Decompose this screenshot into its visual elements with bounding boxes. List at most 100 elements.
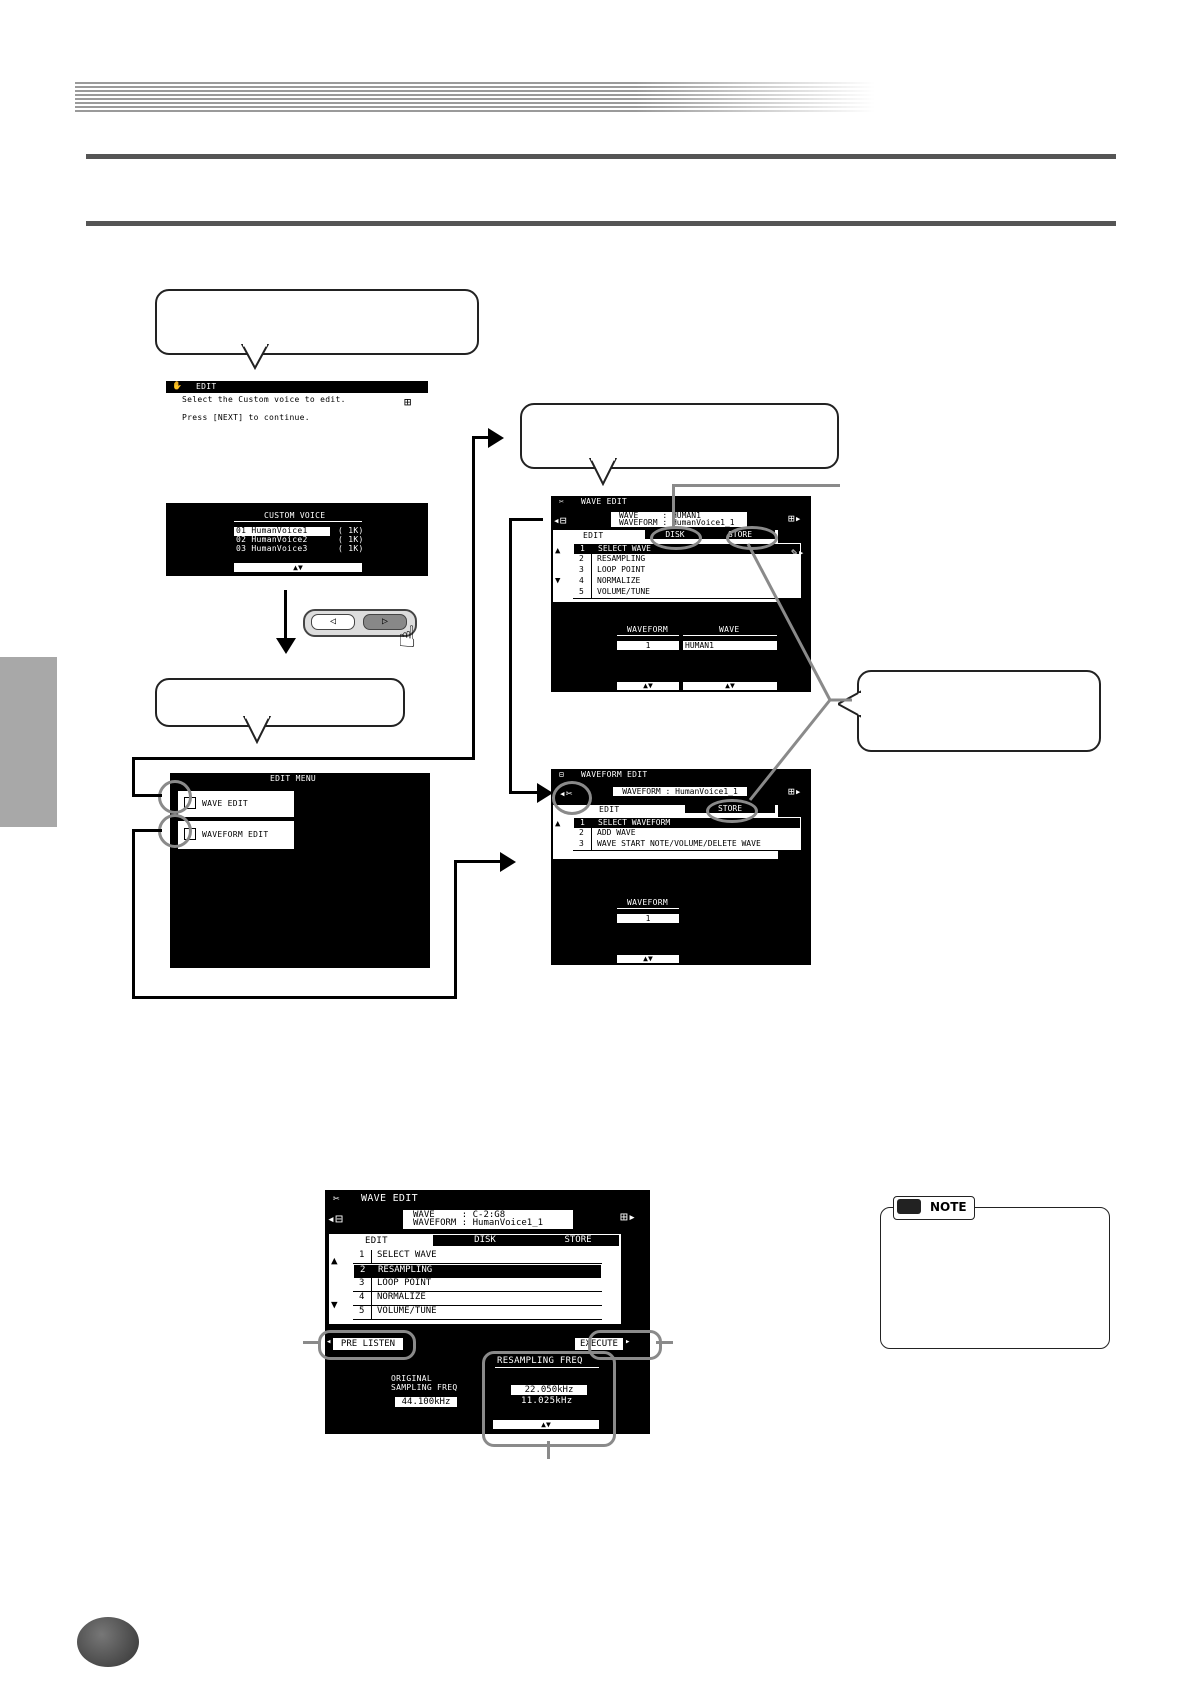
waveform-label: WAVEFORM — [627, 625, 668, 634]
voice-icon[interactable]: ⊞▸ — [788, 512, 802, 525]
header-stripes — [75, 82, 875, 114]
callout-bubble-1 — [155, 289, 479, 355]
screen-title: WAVEFORM EDIT — [581, 770, 648, 779]
scroll-button[interactable]: ▲▼ — [617, 682, 679, 690]
edit-icon[interactable]: ✎▸ — [791, 546, 805, 559]
list-icon[interactable]: ◂⊟ — [327, 1212, 344, 1227]
left-cursor-button[interactable]: ◁ — [311, 614, 355, 630]
section-rule-bottom — [86, 221, 1116, 226]
arrow-head-right — [537, 783, 553, 803]
list-item-name[interactable]: 03 HumanVoice3 — [236, 544, 308, 553]
execute-button[interactable]: EXECUTE — [575, 1338, 623, 1350]
original-label: ORIGINAL — [391, 1374, 432, 1383]
wave-value[interactable]: HUMAN1 — [683, 641, 777, 650]
hand-icon: ✋ — [172, 381, 183, 390]
list-header: CUSTOM VOICE — [264, 511, 326, 520]
callout-bubble-2 — [155, 678, 405, 727]
resampling-freq-selected[interactable]: 22.050kHz — [511, 1385, 587, 1395]
arrow-head-down — [276, 638, 296, 654]
note-label: NOTE — [930, 1200, 967, 1214]
scissors-icon: ✂ — [333, 1192, 340, 1205]
flow-line — [509, 791, 539, 794]
highlight-ring — [158, 814, 192, 848]
note-box — [880, 1207, 1110, 1349]
menu-item-waveform-edit[interactable]: WAVEFORM EDIT — [178, 821, 294, 849]
pre-listen-button[interactable]: PRE LISTEN — [333, 1338, 403, 1350]
pointer-line — [303, 1341, 320, 1344]
flow-line — [132, 757, 135, 797]
right-cursor-button[interactable]: ▷ — [363, 614, 407, 630]
scroll-button[interactable]: ▲▼ — [234, 563, 362, 572]
screen-title: WAVE EDIT — [581, 497, 628, 506]
resampling-label: RESAMPLING FREQ — [497, 1356, 583, 1366]
flow-line — [509, 518, 512, 794]
tab-edit[interactable]: EDIT — [583, 531, 604, 540]
list-item-size: ( 1K) — [338, 526, 364, 535]
wave-label: WAVE — [719, 625, 740, 634]
wave-info-box: WAVE : C-2:G8 WAVEFORM : HumanVoice1_1 — [403, 1210, 573, 1229]
flow-line — [132, 757, 475, 760]
screen-custom-voice: ✋ EDIT Select the Custom voice to edit. … — [166, 381, 428, 576]
flow-arrow-down — [284, 590, 287, 640]
scroll-up-icon[interactable]: ▲ — [555, 546, 561, 556]
list-item-size: ( 1K) — [338, 535, 364, 544]
callout-tail-3 — [588, 458, 618, 486]
tab-edit[interactable]: EDIT — [599, 805, 620, 814]
list-item-size: ( 1K) — [338, 544, 364, 553]
scroll-down-icon[interactable]: ▼ — [555, 576, 561, 586]
scroll-up-icon[interactable]: ▲ — [555, 819, 561, 829]
scissors-icon: ✂ — [559, 497, 565, 506]
list-item-name[interactable]: 02 HumanVoice2 — [236, 535, 308, 544]
arrow-head-right — [488, 428, 504, 448]
scroll-down-icon[interactable]: ▼ — [331, 1298, 338, 1311]
flow-line — [132, 829, 135, 999]
screen-title: EDIT — [196, 382, 217, 391]
arrow-head-right — [500, 852, 516, 872]
scroll-up-icon[interactable]: ▲ — [331, 1254, 338, 1267]
list-item[interactable] — [234, 527, 330, 536]
tab-disk[interactable]: DISK — [433, 1235, 537, 1246]
scroll-button[interactable]: ▲▼ — [617, 955, 679, 963]
screen-resampling: ✂ WAVE EDIT WAVE : C-2:G8 WAVEFORM : Hum… — [325, 1190, 650, 1434]
callout-tail-4 — [838, 690, 862, 718]
flow-line — [472, 436, 490, 439]
highlight-ring — [552, 781, 592, 815]
tab-store[interactable]: STORE — [537, 1235, 619, 1246]
scroll-button[interactable]: ▲▼ — [683, 682, 777, 690]
tab-edit[interactable]: EDIT — [365, 1236, 388, 1246]
highlight-ring — [588, 1330, 662, 1360]
voice-icon[interactable]: ⊞▸ — [620, 1210, 637, 1225]
flow-line — [132, 996, 457, 999]
screen-title: EDIT MENU — [270, 774, 317, 783]
pointer-lines — [746, 543, 852, 801]
speech-bubble-icon — [897, 1199, 921, 1214]
voice-icon[interactable]: ⊞ — [404, 395, 412, 409]
callout-bubble-4 — [857, 670, 1101, 752]
callout-tail-2 — [242, 716, 272, 744]
waveform-label: WAVEFORM — [627, 898, 668, 907]
waveform-value[interactable]: 1 — [617, 914, 679, 923]
note-header: NOTE — [893, 1196, 975, 1220]
flow-line — [454, 860, 502, 863]
voice-icon[interactable]: ⊞▸ — [788, 785, 802, 798]
list-icon[interactable]: ◂⊟ — [553, 514, 567, 527]
side-tab — [0, 657, 57, 827]
waveform-value[interactable]: 1 — [617, 641, 679, 650]
wave-info-box: WAVE : HUMAN1 WAVEFORM : HumanVoice1_1 — [611, 511, 747, 527]
callout-bubble-3 — [520, 403, 839, 469]
scroll-down-icon[interactable]: ▼ — [555, 849, 561, 859]
menu-item-wave-edit[interactable]: WAVE EDIT — [178, 791, 294, 817]
scroll-button[interactable]: ▲▼ — [493, 1420, 599, 1429]
screen-title: WAVE EDIT — [361, 1193, 418, 1204]
waveform-info-box: WAVEFORM : HumanVoice1_1 — [613, 787, 747, 796]
original-freq-value: 44.100kHz — [395, 1397, 457, 1407]
resampling-freq-option[interactable]: 11.025kHz — [521, 1396, 573, 1406]
waveform-icon: ⊟ — [559, 770, 565, 779]
